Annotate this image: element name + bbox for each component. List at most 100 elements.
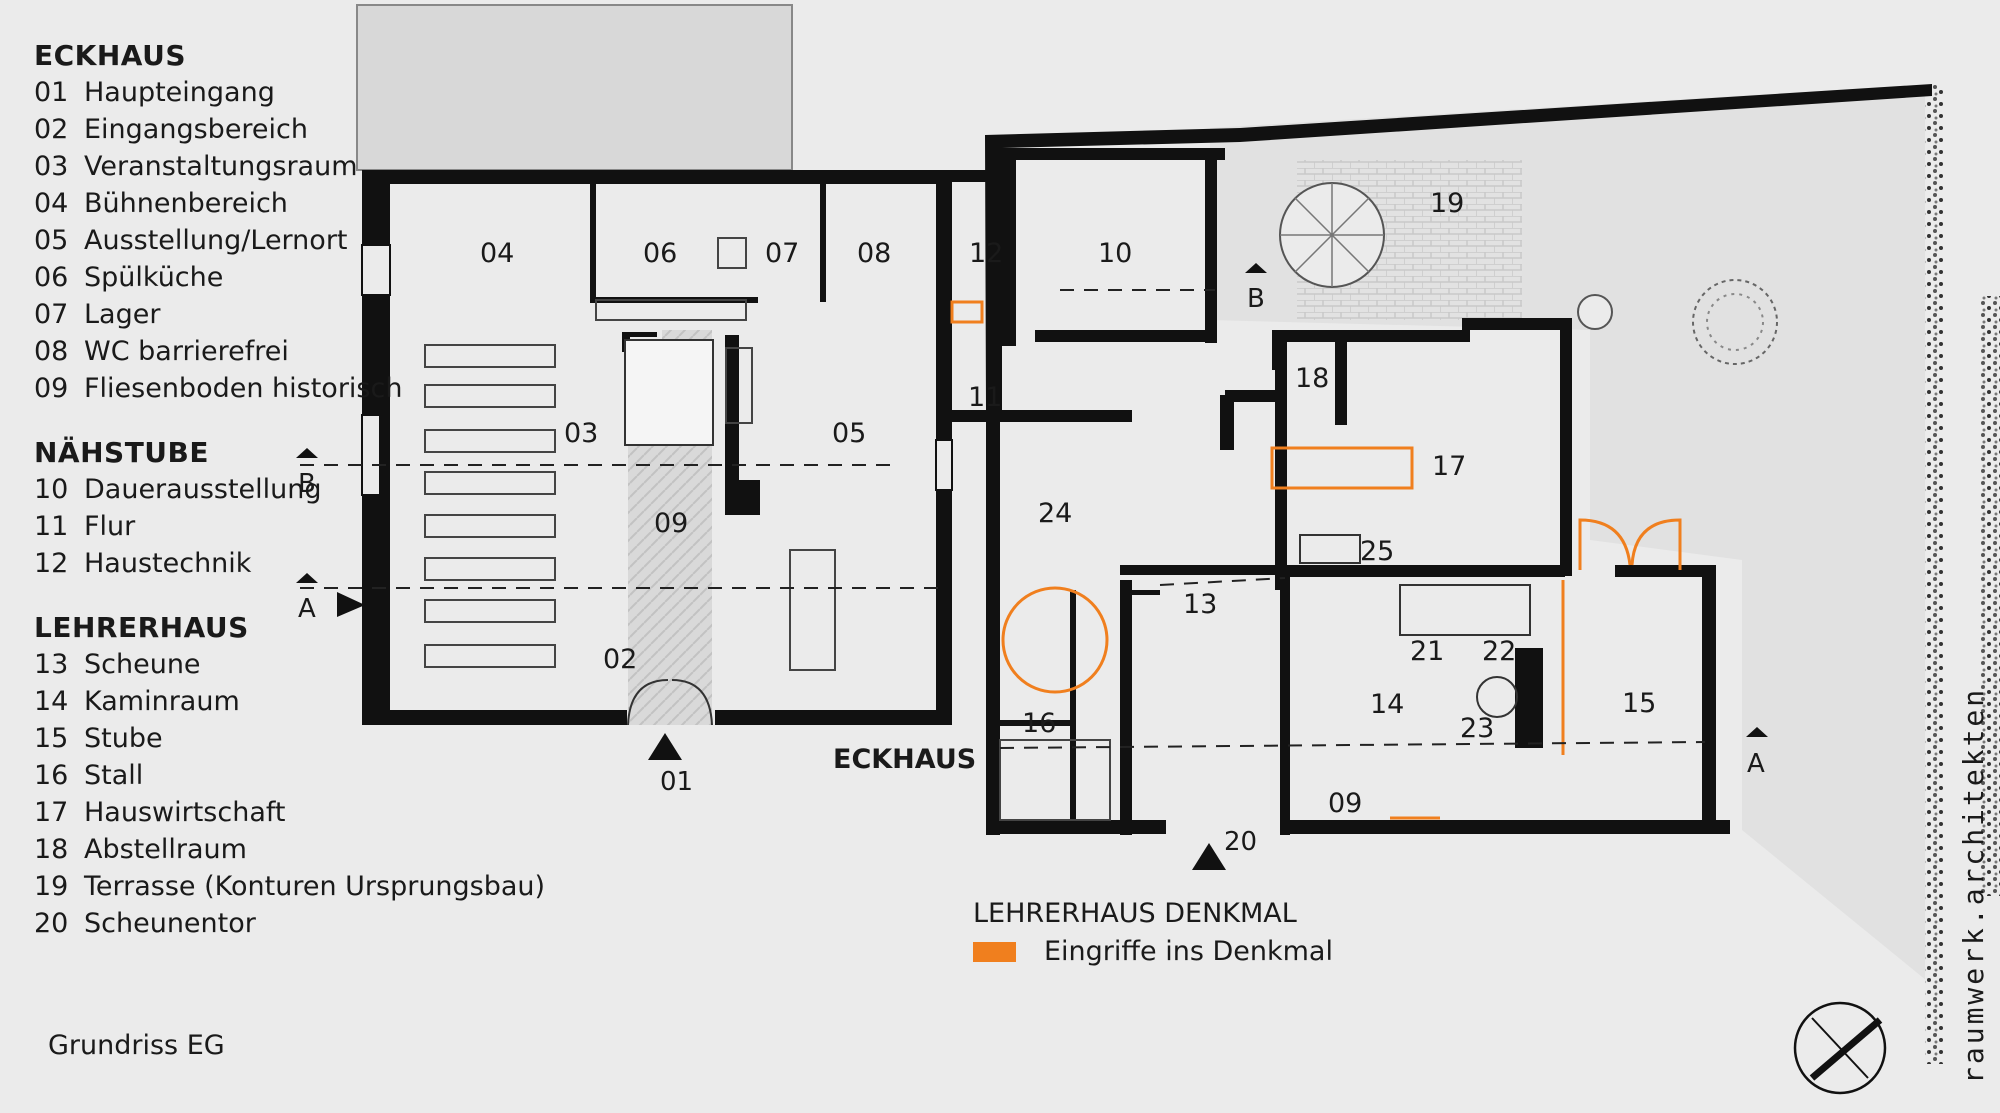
legend-item-label: Fliesenboden historisch (84, 373, 403, 404)
room-label: 02 (603, 644, 637, 675)
legend-item-label: Lager (84, 299, 161, 330)
legend-group-title: LEHRERHAUS (34, 611, 249, 644)
plan-caption: Grundriss EG (48, 1030, 225, 1061)
hedge (1925, 84, 1945, 1064)
legend-item-label: Haupteingang (84, 77, 275, 108)
room-label: 25 (1360, 536, 1394, 567)
room-label: 21 (1410, 636, 1444, 667)
legend-group-title: NÄHSTUBE (34, 436, 210, 469)
architect-credit: raumwerk.architekten (1957, 686, 1990, 1084)
section-arrow-icon (296, 448, 318, 458)
section-arrow-icon (1245, 263, 1267, 273)
building-label: ECKHAUS (833, 744, 976, 775)
denkmal-interventions (950, 300, 1682, 820)
legend-item-number: 02 (34, 114, 69, 145)
legend-item-number: 08 (34, 336, 69, 367)
room-label: 05 (832, 418, 866, 449)
stove-icon (1476, 676, 1518, 718)
room-label: 09 (654, 508, 688, 539)
legend-item: 19 Terrasse (Konturen Ursprungsbau) (34, 868, 545, 905)
section-arrow-icon (1192, 843, 1226, 870)
denkmal-legend-item: Eingriffe ins Denkmal (973, 932, 1333, 972)
legend-item: 16 Stall (34, 757, 494, 794)
neighbour-building (356, 4, 793, 171)
kitchen-counter (725, 347, 753, 424)
room-label: 23 (1460, 713, 1494, 744)
barn-door-label: 20 (1224, 827, 1257, 857)
room-label: 15 (1622, 688, 1656, 719)
section-marker: A (1747, 749, 1765, 779)
legend-item-label: Scheunentor (84, 908, 256, 939)
legend-item-label: Abstellraum (84, 834, 247, 865)
denkmal-legend: LEHRERHAUS DENKMAL Eingriffe ins Denkmal (973, 896, 1333, 972)
legend-group-title: ECKHAUS (34, 39, 187, 72)
legend-item-label: Ausstellung/Lernort (84, 225, 348, 256)
legend-item-label: Bühnenbereich (84, 188, 288, 219)
window (361, 244, 391, 296)
legend-item-number: 18 (34, 834, 69, 865)
legend-item-label: Terrasse (Konturen Ursprungsbau) (84, 871, 546, 902)
legend-item-number: 14 (34, 686, 69, 717)
legend-item-number: 03 (34, 151, 69, 182)
section-arrow-icon (337, 592, 365, 617)
stair-icon (624, 339, 714, 446)
legend-item-label: WC barrierefrei (84, 336, 289, 367)
room-label: 10 (1098, 238, 1132, 269)
legend-item-number: 16 (34, 760, 69, 791)
kitchen-counter (595, 299, 747, 321)
legend-item: 07 Lager (34, 296, 494, 333)
room-label: 06 (643, 238, 677, 269)
room-label: 11 (968, 382, 1002, 413)
window (935, 439, 953, 491)
denkmal-legend-label: Eingriffe ins Denkmal (1044, 936, 1333, 967)
legend-item-number: 09 (34, 373, 69, 404)
legend-item-label: Spülküche (84, 262, 224, 293)
section-marker: A (298, 594, 316, 624)
legend-item: 17 Hauswirtschaft (34, 794, 494, 831)
legend-item: 01 Haupteingang (34, 74, 494, 111)
window (361, 414, 381, 496)
section-marker: B (298, 469, 316, 499)
orange-swatch-icon (973, 942, 1016, 962)
legend-item: 09 Fliesenboden historisch (34, 370, 494, 407)
legend-item-number: 12 (34, 548, 69, 579)
room-label: 08 (857, 238, 891, 269)
room-label: 22 (1482, 636, 1516, 667)
room-label: 13 (1183, 589, 1217, 620)
legend-item-number: 07 (34, 299, 69, 330)
room-label: 18 (1295, 363, 1329, 394)
section-arrow-icon (648, 733, 682, 760)
denkmal-legend-title: LEHRERHAUS DENKMAL (973, 898, 1297, 929)
stove (717, 237, 747, 269)
stall-stalls (999, 739, 1111, 821)
legend-item-number: 15 (34, 723, 69, 754)
umbrella-icon (1279, 182, 1385, 288)
legend-item-number: 05 (34, 225, 69, 256)
legend-item-number: 17 (34, 797, 69, 828)
legend-item-label: Hauswirtschaft (84, 797, 286, 828)
legend-item-number: 19 (34, 871, 69, 902)
legend-item-number: 13 (34, 649, 69, 680)
legend-item: 18 Abstellraum (34, 831, 494, 868)
section-lines (300, 289, 1706, 749)
room-label: 03 (564, 418, 598, 449)
exhibition-table (789, 549, 836, 671)
section-marker: B (1247, 284, 1265, 314)
room-label: 09 (1328, 788, 1362, 819)
legend-item: 05 Ausstellung/Lernort (34, 222, 494, 259)
room-label: 04 (480, 238, 514, 269)
entrance-label: 01 (660, 767, 693, 797)
room-label: 16 (1022, 708, 1056, 739)
legend-item-number: 01 (34, 77, 69, 108)
legend-item-label: Stall (84, 760, 144, 791)
north-arrow-icon (1793, 1001, 1887, 1095)
